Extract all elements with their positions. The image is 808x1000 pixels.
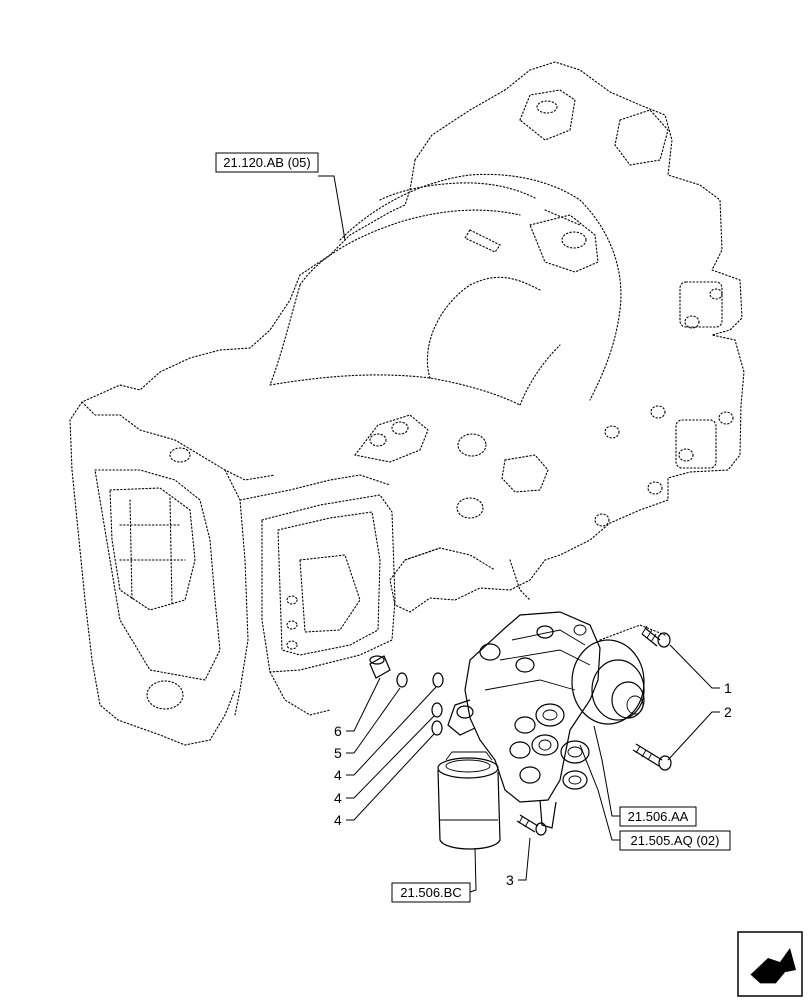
o-ring-4c [431,720,443,736]
ref-housing[interactable]: 21.120.AB (05) [215,152,319,173]
bolt-3 [516,814,547,836]
callout-4b: 4 [334,790,342,806]
sleeve-6 [369,655,391,679]
next-page-arrow-icon[interactable] [737,931,803,997]
callout-3: 3 [506,872,514,888]
ref-valve-cluster[interactable]: 21.505.AQ (02) [619,830,731,851]
o-ring-4a [432,672,444,688]
callout-1: 1 [724,680,732,696]
callout-4a: 4 [334,767,342,783]
transmission-housing [69,61,745,746]
svg-text:21.120.AB (05): 21.120.AB (05) [223,155,310,170]
o-ring-5 [396,672,408,688]
callout-2: 2 [724,704,732,720]
callout-6: 6 [334,723,342,739]
leader-lines [318,175,720,893]
svg-text:21.506.AA: 21.506.AA [628,809,689,824]
svg-text:21.506.BC: 21.506.BC [400,885,461,900]
ref-valve-block[interactable]: 21.506.AA [619,806,697,827]
valve-block [447,611,645,829]
o-ring-4b [431,702,443,718]
ref-filter[interactable]: 21.506.BC [391,882,471,903]
callout-5: 5 [334,745,342,761]
bolt-2 [632,743,672,771]
spin-on-filter [437,751,501,850]
callout-4c: 4 [334,812,342,828]
bolt-1 [641,625,671,648]
solenoid-cartridges [509,703,590,790]
svg-text:21.505.AQ (02): 21.505.AQ (02) [631,833,720,848]
